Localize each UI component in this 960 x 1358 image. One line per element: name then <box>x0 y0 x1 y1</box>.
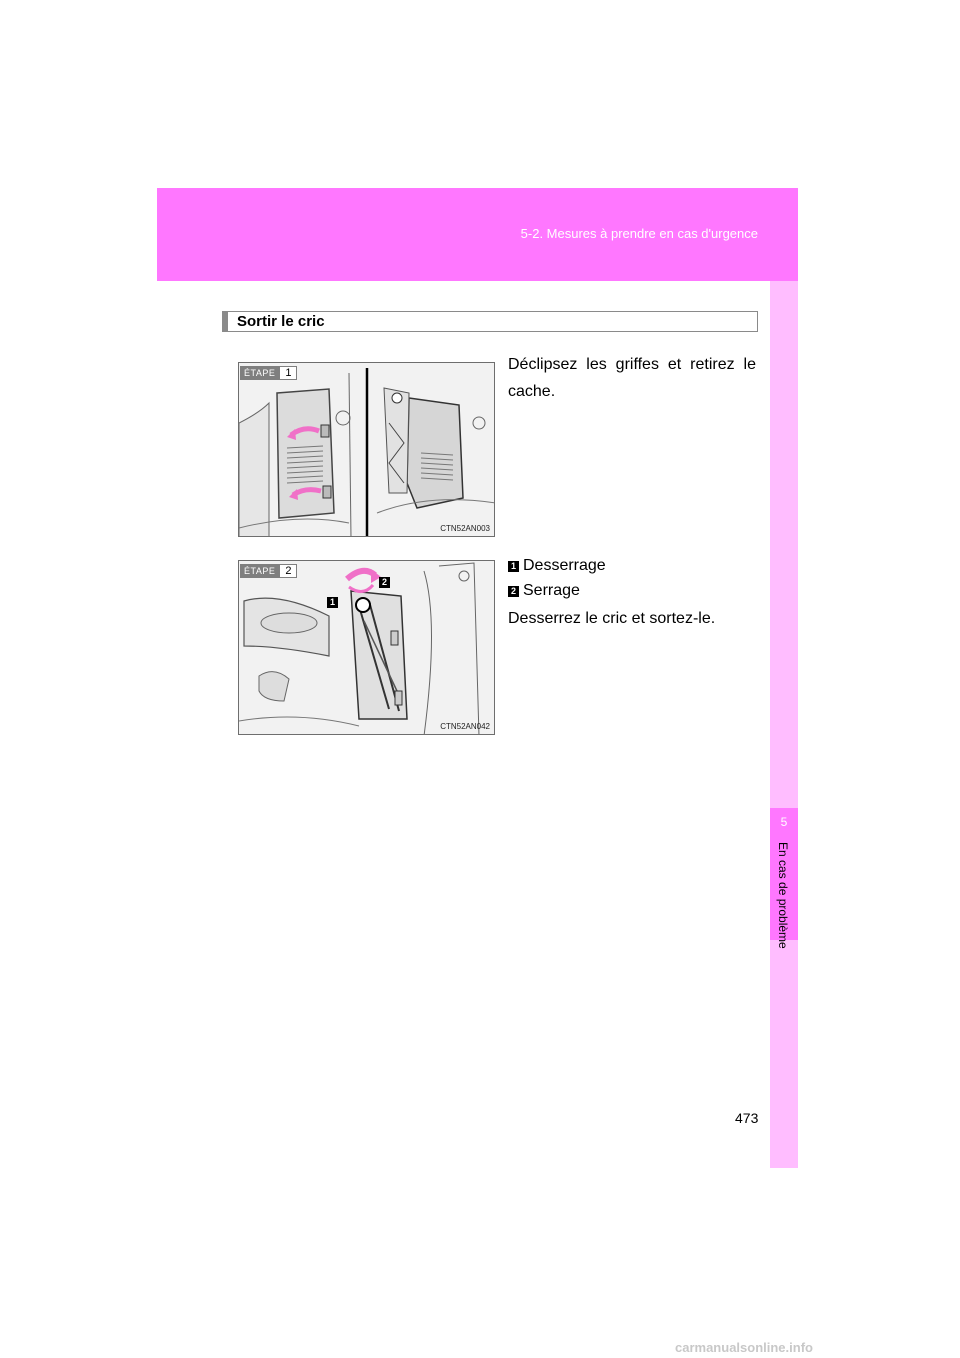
callout-loosen-icon: 1 <box>327 597 338 608</box>
cover-removal-drawing <box>239 363 494 536</box>
chapter-title: En cas de problème <box>776 842 790 949</box>
legend-label-1: Desserrage <box>523 557 606 574</box>
step-badge-word: ÉTAPE <box>240 564 280 578</box>
figure-code: CTN52AN003 <box>440 524 490 533</box>
jack-removal-drawing <box>239 561 494 734</box>
step-badge-number: 1 <box>279 366 298 380</box>
legend-number-2: 2 <box>508 585 519 597</box>
callout-tighten-icon: 2 <box>379 577 390 588</box>
step-1-illustration: ÉTAPE 1 CTN52AN003 <box>238 362 495 537</box>
chapter-header-band: 5-2. Mesures à prendre en cas d'urgence <box>157 188 798 281</box>
step-2-illustration: 1 2 ÉTAPE 2 CTN52AN042 <box>238 560 495 735</box>
side-tab-active <box>770 808 798 940</box>
legend-item-tighten: 2 Serrage <box>508 582 580 600</box>
step-2-badge: ÉTAPE 2 <box>240 564 298 578</box>
footer-watermark: carmanualsonline.info <box>675 1340 813 1355</box>
chapter-number: 5 <box>780 815 788 829</box>
section-title-box: Sortir le cric <box>222 311 758 332</box>
step-2-instruction: Desserrez le cric et sortez-le. <box>508 610 716 627</box>
legend-label-2: Serrage <box>523 582 580 599</box>
step-badge-word: ÉTAPE <box>240 366 280 380</box>
page-number: 473 <box>735 1110 759 1126</box>
header-section-title: 5-2. Mesures à prendre en cas d'urgence <box>520 226 758 241</box>
legend-item-loosen: 1 Desserrage <box>508 557 606 575</box>
figure-code: CTN52AN042 <box>440 722 490 731</box>
step-1-instruction: Déclipsez les griffes et retirez le cach… <box>508 356 756 400</box>
step-badge-number: 2 <box>279 564 298 578</box>
legend-number-1: 1 <box>508 560 519 572</box>
side-tab <box>770 281 798 1168</box>
section-title: Sortir le cric <box>237 313 325 330</box>
step-1-badge: ÉTAPE 1 <box>240 366 298 380</box>
